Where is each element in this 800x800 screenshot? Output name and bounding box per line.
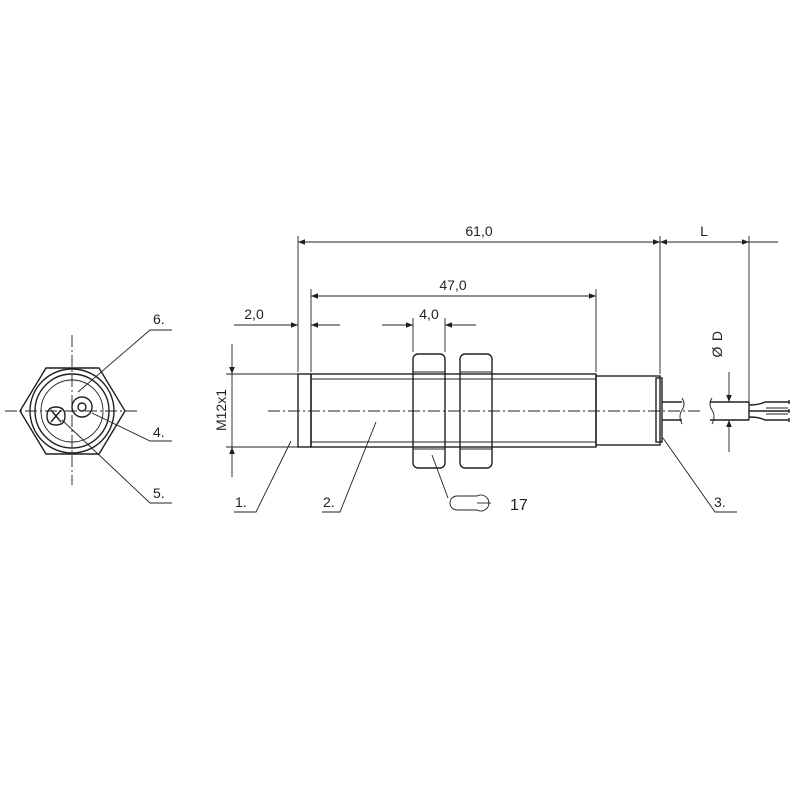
wrench-icon <box>449 494 491 512</box>
wrench-leader <box>431 454 449 499</box>
dim-D-label: D <box>709 331 725 341</box>
callout-5-leader <box>61 419 172 504</box>
sensor-front-face <box>297 373 312 448</box>
callout-2-label: 2. <box>323 494 335 510</box>
callout-1-label: 1. <box>235 494 247 510</box>
callout-4-label: 4. <box>153 424 165 440</box>
threaded-body <box>310 373 597 448</box>
dim-m12-label: M12x1 <box>213 389 229 431</box>
callout-5-label: 5. <box>153 485 165 501</box>
potentiometer-symbol <box>46 406 66 426</box>
led-center <box>77 402 87 412</box>
side-view: 17 1. 2. 3. <box>234 353 737 514</box>
callout-6-label: 6. <box>153 311 165 327</box>
cable-break <box>679 397 685 425</box>
cable-gland <box>655 377 663 443</box>
dim-47-label: 47,0 <box>439 277 466 293</box>
wrench-size-label: 17 <box>510 497 528 514</box>
dimensions: 61,0 L 47,0 2,0 4,0 M12x1 Ø D <box>213 223 790 477</box>
diameter-symbol: Ø <box>709 346 725 357</box>
callout-1-leader <box>234 440 292 513</box>
led-ring <box>71 396 93 418</box>
callout-3-label: 3. <box>714 494 726 510</box>
callout-2-leader <box>322 421 377 513</box>
dim-61-label: 61,0 <box>465 223 492 239</box>
callout-4-leader <box>91 412 172 442</box>
callout-3-leader <box>662 437 737 513</box>
dim-L-label: L <box>700 223 708 239</box>
dim-2-label: 2,0 <box>244 306 264 322</box>
rear-body <box>595 375 661 446</box>
dim-4-label: 4,0 <box>419 306 439 322</box>
callout-6-leader <box>77 329 172 393</box>
front-view: 6. 4. 5. <box>5 311 172 504</box>
cable-detail <box>709 397 790 425</box>
